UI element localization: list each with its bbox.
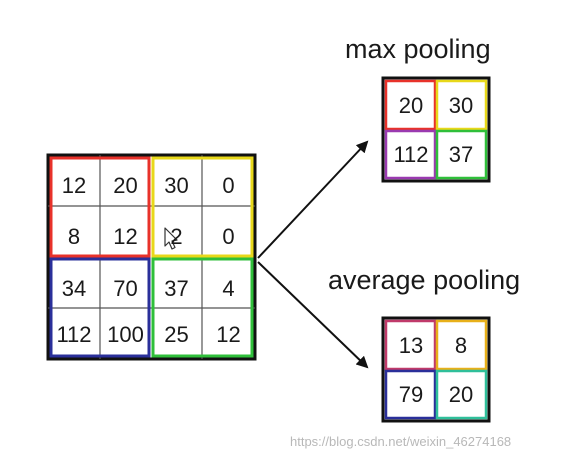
max-cell-r2c2: 37 [448, 142, 474, 167]
avg-cell-r2c1: 79 [398, 382, 424, 407]
input-quadrant-green [151, 257, 254, 358]
input-cell-r3c2: 70 [113, 275, 138, 301]
input-quadrant-red [49, 156, 151, 258]
input-quadrant-blue [49, 257, 151, 358]
input-matrix-grid [46, 153, 257, 361]
max-pooling-grid [381, 76, 491, 183]
input-cell-r1c3: 30 [164, 172, 189, 198]
input-cell-r3c4: 4 [222, 275, 235, 301]
average-pooling-label: average pooling [328, 265, 521, 295]
mouse-cursor-icon [164, 227, 178, 250]
max-cell-r1c1: 20 [398, 93, 424, 118]
input-cell-r2c4: 0 [222, 223, 235, 249]
arrow-to-max-pooling [257, 140, 369, 259]
input-cell-r2c2: 12 [113, 223, 138, 249]
watermark-text: https://blog.csdn.net/weixin_46274168 [290, 434, 512, 449]
input-cell-r1c2: 20 [113, 172, 138, 198]
max-cell-r1c2: 30 [448, 93, 474, 118]
input-cell-r4c3: 25 [164, 322, 189, 347]
average-pooling-grid [381, 316, 491, 423]
input-cell-r4c2: 100 [107, 322, 144, 347]
avg-cell-r1c1: 13 [398, 333, 424, 358]
input-cell-r4c1: 112 [56, 322, 92, 347]
input-cell-r4c4: 12 [216, 322, 241, 347]
avg-cell-r2c2: 20 [448, 382, 474, 407]
input-cell-r1c1: 12 [61, 172, 87, 198]
input-cell-r1c4: 0 [222, 172, 235, 198]
avg-cell-r1c2: 8 [454, 333, 468, 358]
input-cell-r2c1: 8 [67, 223, 81, 249]
max-pooling-label: max pooling [345, 34, 491, 64]
max-cell-r2c1: 112 [393, 142, 429, 167]
input-cell-r3c3: 37 [164, 275, 189, 301]
input-cell-r3c1: 34 [61, 275, 87, 301]
input-quadrant-yellow [151, 156, 254, 258]
input-cell-r2c3: 2 [170, 223, 183, 249]
arrow-to-average-pooling [257, 261, 369, 369]
